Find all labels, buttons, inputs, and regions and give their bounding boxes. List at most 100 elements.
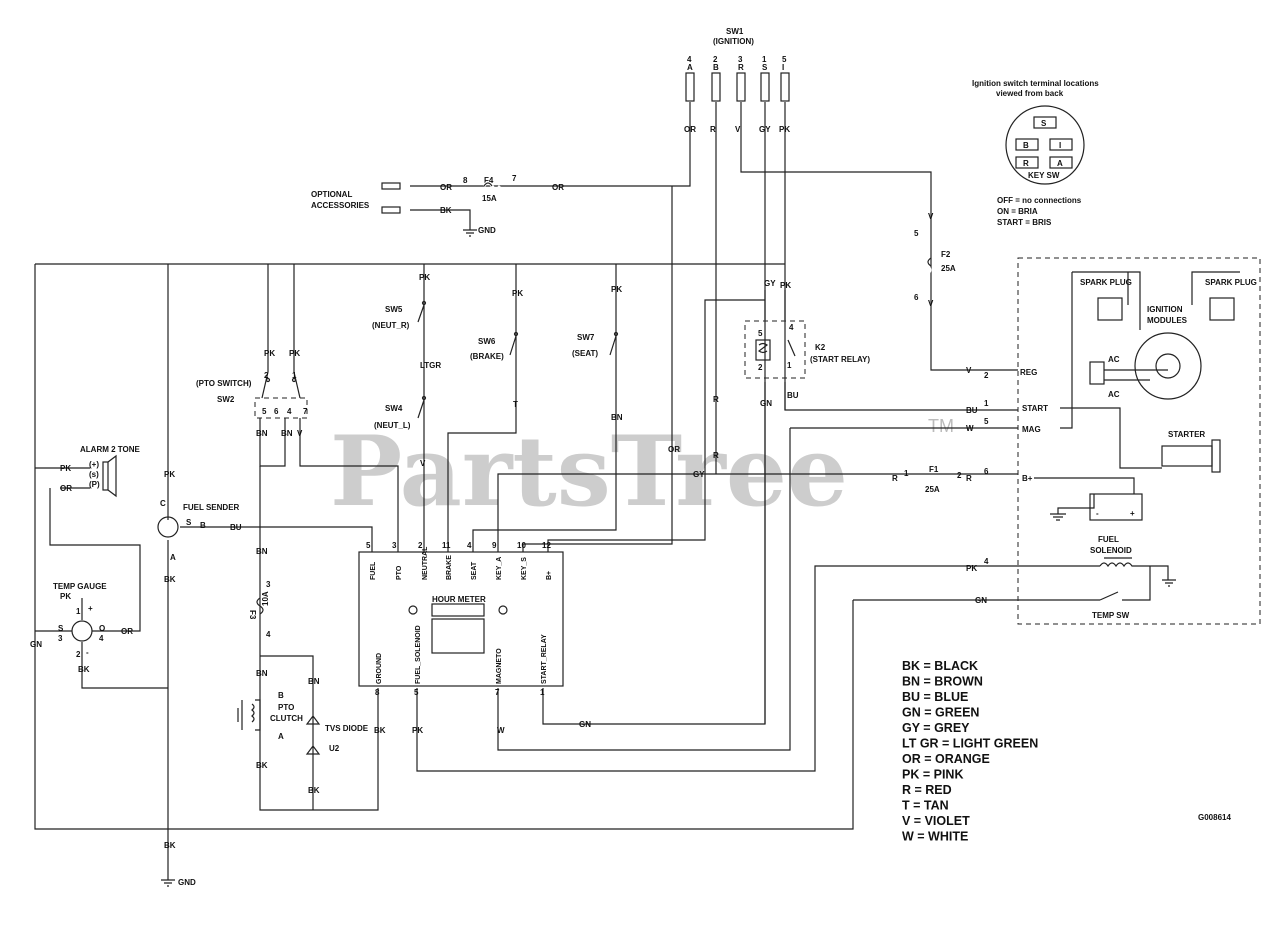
sw1-terminal-connector bbox=[780, 72, 790, 102]
wires bbox=[34, 102, 1100, 887]
temp-sw-label: TEMP SW bbox=[1092, 611, 1130, 620]
wire-label: BN bbox=[256, 669, 268, 678]
sw5-wire-pk: PK bbox=[419, 273, 430, 282]
f4-pin-b: 7 bbox=[512, 174, 517, 183]
keysw-state-start: START = BRIS bbox=[997, 218, 1052, 227]
wire-label: BN bbox=[611, 413, 623, 422]
f4-wire-out: OR bbox=[552, 183, 564, 192]
wire-label: OR bbox=[668, 445, 680, 454]
wire-label: BK bbox=[256, 761, 268, 770]
sw1-terminal-letter: B bbox=[713, 63, 719, 72]
wire-label: R bbox=[892, 474, 898, 483]
wire-label: PK bbox=[412, 726, 423, 735]
wire-label: 1 bbox=[984, 399, 989, 408]
accessory-connectors: OPTIONAL ACCESSORIES OR BK GND 8 F4 15A … bbox=[311, 174, 564, 235]
f2-pin-bot: 6 bbox=[914, 293, 919, 302]
hour-meter-top-pin-label: FUEL bbox=[370, 561, 377, 580]
watermark-tm: TM bbox=[928, 416, 954, 436]
legend-entry: PK = PINK bbox=[902, 768, 963, 782]
wire-label: PK bbox=[966, 564, 977, 573]
relay-sub: (START RELAY) bbox=[810, 355, 870, 364]
sw4-name: SW4 bbox=[385, 404, 403, 413]
wire-label: BK bbox=[374, 726, 386, 735]
acc-wire2: BK bbox=[440, 206, 452, 215]
wire-label: 1 bbox=[292, 371, 297, 380]
sw2-sub: (PTO SWITCH) bbox=[196, 379, 252, 388]
sw1-name: SW1 bbox=[726, 27, 744, 36]
legend-entry: GN = GREEN bbox=[902, 706, 979, 720]
wire-label: PK bbox=[264, 349, 275, 358]
wire-label: PK bbox=[289, 349, 300, 358]
wire-label: 5 bbox=[262, 407, 267, 416]
clutch-b: B bbox=[278, 691, 284, 700]
keysw-title2: viewed from back bbox=[996, 89, 1064, 98]
pto-clutch-label2: CLUTCH bbox=[270, 714, 303, 723]
f2-wire-b: V bbox=[928, 299, 934, 308]
temp-gauge-or: OR bbox=[121, 627, 133, 636]
seat-brake-neutral-switches: PK SW5 (NEUT_R) SW4 (NEUT_L) SW6 (BRAKE)… bbox=[372, 273, 619, 430]
fuel-sender-label: FUEL SENDER bbox=[183, 503, 240, 512]
wire-label: 7 bbox=[303, 407, 308, 416]
pto-switch: (PTO SWITCH) SW2 bbox=[196, 371, 308, 419]
sw1-terminal-connector bbox=[685, 72, 695, 102]
keysw-state-off: OFF = no connections bbox=[997, 196, 1082, 205]
hour-meter-top-pin-label: PTO bbox=[396, 565, 403, 580]
svg-text:S: S bbox=[58, 624, 64, 633]
sw1-terminal-num: 4 bbox=[687, 55, 692, 64]
ign-modules-1: IGNITION bbox=[1147, 305, 1183, 314]
acc-gnd: GND bbox=[478, 226, 496, 235]
alarm-wire-or: OR bbox=[60, 484, 72, 493]
sw1-terminal-wire: R bbox=[710, 125, 716, 134]
wire-label: V bbox=[420, 459, 426, 468]
wire-label: 4 bbox=[287, 407, 292, 416]
f4-name: F4 bbox=[484, 176, 494, 185]
legend-entry: R = RED bbox=[902, 783, 952, 797]
alarm-label: ALARM 2 TONE bbox=[80, 445, 141, 454]
wire-label: 4 bbox=[789, 323, 794, 332]
bottom-bk: BK bbox=[164, 841, 176, 850]
sw1-terminal-num: 3 bbox=[738, 55, 743, 64]
wire-label: GN bbox=[579, 720, 591, 729]
fuel-sender-bu: BU bbox=[230, 523, 242, 532]
fuel-sol-1: FUEL bbox=[1098, 535, 1119, 544]
f3-rating: 10A bbox=[261, 591, 270, 606]
hour-meter-top-pin-num: 2 bbox=[418, 541, 423, 550]
relay-wire-pk: PK bbox=[780, 281, 791, 290]
legend-entry: BK = BLACK bbox=[902, 659, 978, 673]
wire-label: 2 bbox=[758, 363, 763, 372]
wire-label: W bbox=[966, 424, 974, 433]
relay-wire-gy: GY bbox=[764, 279, 776, 288]
wire-label: GN bbox=[975, 596, 987, 605]
sw1-terminal-letter: S bbox=[762, 63, 768, 72]
fuel-sender-bk: BK bbox=[164, 575, 176, 584]
sw6-sub: (BRAKE) bbox=[470, 352, 504, 361]
legend-entry: BN = BROWN bbox=[902, 675, 983, 689]
wire-label: LTGR bbox=[420, 361, 441, 370]
wire-label: BN bbox=[256, 429, 268, 438]
wire-label: 4 bbox=[984, 557, 989, 566]
keysw-cell-i: I bbox=[1059, 141, 1061, 150]
spark-plug-1: SPARK PLUG bbox=[1080, 278, 1132, 287]
hour-meter-top-pin-label: SEAT bbox=[471, 561, 478, 580]
keysw-cell-s: S bbox=[1041, 119, 1047, 128]
sw1-terminal-num: 5 bbox=[782, 55, 787, 64]
sw6-name: SW6 bbox=[478, 337, 496, 346]
f2-name: F2 bbox=[941, 250, 951, 259]
wire-label: 2 bbox=[984, 371, 989, 380]
sw1-terminal-connector bbox=[711, 72, 721, 102]
f1-name: F1 bbox=[929, 465, 939, 474]
wire-label: GY bbox=[693, 470, 705, 479]
wire-label: 1 bbox=[904, 469, 909, 478]
fuel-sender-b: B bbox=[200, 521, 206, 530]
legend-entry: OR = ORANGE bbox=[902, 752, 990, 766]
temp-gauge-bk: BK bbox=[78, 665, 90, 674]
svg-text:+: + bbox=[88, 604, 93, 613]
term-reg: REG bbox=[1020, 368, 1037, 377]
acc-label1: OPTIONAL bbox=[311, 190, 352, 199]
relay-wire-bu: BU bbox=[787, 391, 799, 400]
ac-1: AC bbox=[1108, 355, 1120, 364]
u2-label: U2 bbox=[329, 744, 340, 753]
alarm-wire-pk: PK bbox=[60, 464, 71, 473]
